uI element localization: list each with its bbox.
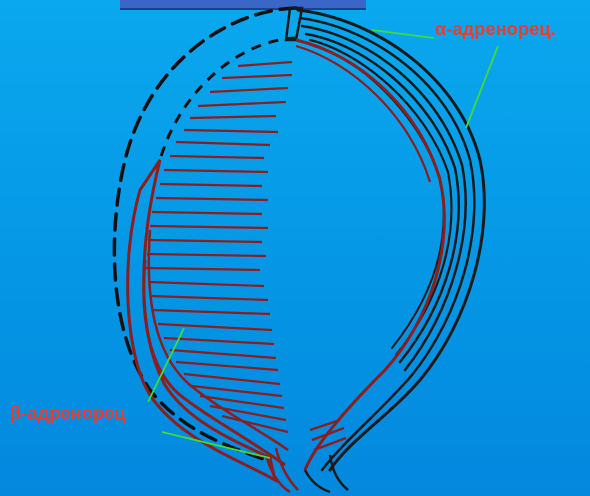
bladder-right-wall: [296, 40, 444, 470]
alpha-fibers: [286, 8, 484, 470]
alpha-adrenoreceptor-label: α-адренорец.: [435, 19, 556, 40]
beta-adrenoreceptor-label: β-адренорец: [10, 403, 126, 424]
alpha-pointer-2: [466, 46, 498, 128]
bladder-right-wall-2: [296, 46, 430, 182]
beta-fibers: [146, 62, 292, 432]
bladder-neck: [266, 420, 348, 492]
